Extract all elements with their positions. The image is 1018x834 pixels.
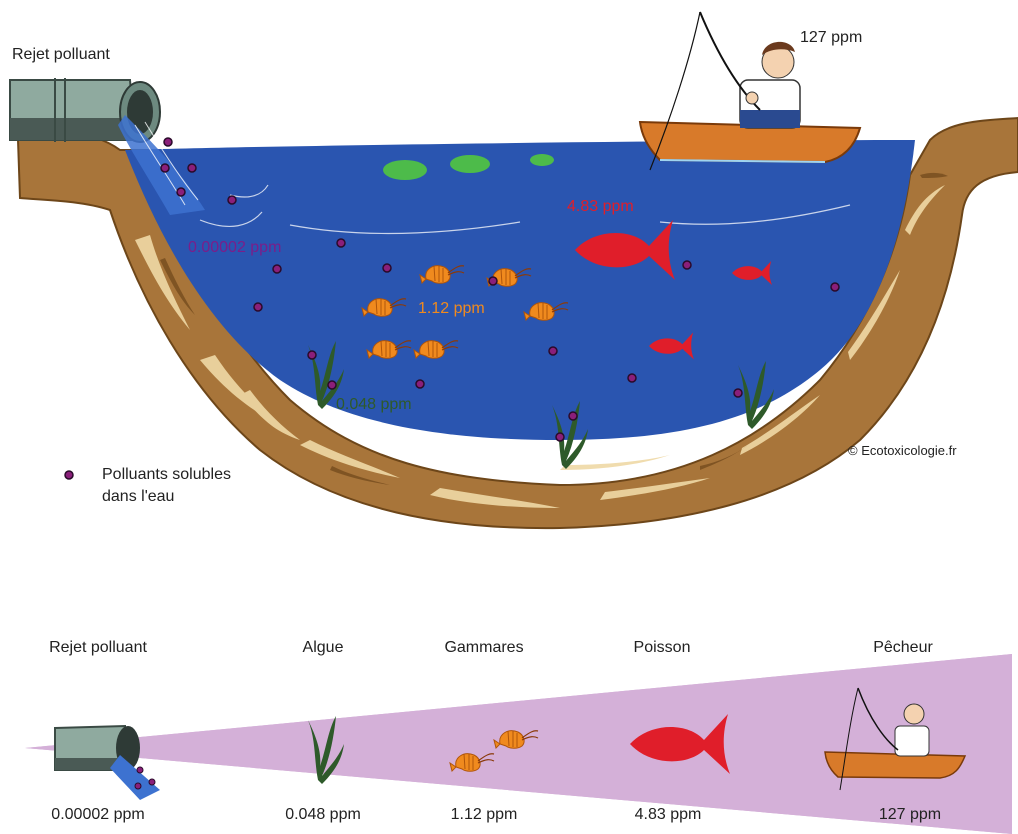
stage-name-fish: Poisson <box>634 639 691 657</box>
gammare-concentration: 1.12 ppm <box>418 300 485 318</box>
copyright-text: © Ecotoxicologie.fr <box>848 443 957 458</box>
stage-name-fisher: Pêcheur <box>873 639 933 657</box>
stage-value-fisher: 127 ppm <box>879 806 941 824</box>
stage-name-algae: Algue <box>303 639 344 657</box>
lily-pad-icon <box>383 160 427 180</box>
lily-pad-icon <box>530 154 554 166</box>
stage-value-fish: 4.83 ppm <box>635 806 702 824</box>
stage-value-gammares: 1.12 ppm <box>451 806 518 824</box>
legend-pollutant-icon <box>65 471 73 479</box>
legend-label: Polluants solubles dans l'eau <box>102 464 231 508</box>
fisher-concentration: 127 ppm <box>800 29 862 47</box>
stage-value-source: 0.00002 ppm <box>51 806 144 824</box>
legend-line-2: dans l'eau <box>102 486 231 508</box>
legend-line-1: Polluants solubles <box>102 464 231 486</box>
algae-concentration: 0.048 ppm <box>336 396 412 414</box>
fish-concentration: 4.83 ppm <box>567 198 634 216</box>
stage-value-algae: 0.048 ppm <box>285 806 361 824</box>
source-label: Rejet polluant <box>12 46 110 64</box>
stage-name-source: Rejet polluant <box>49 639 147 657</box>
stage-name-gammares: Gammares <box>444 639 523 657</box>
water-concentration: 0.00002 ppm <box>188 239 281 257</box>
lily-pad-icon <box>450 155 490 173</box>
